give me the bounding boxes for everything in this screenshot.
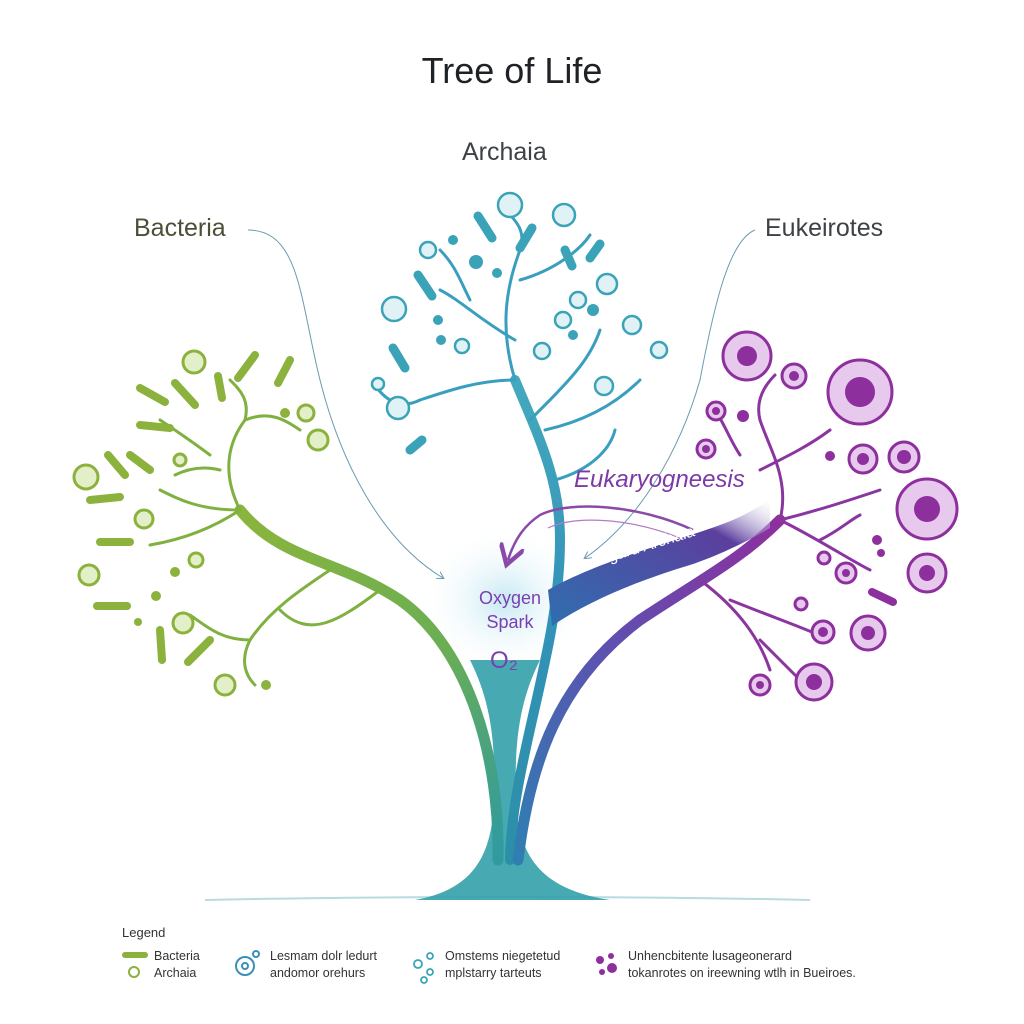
archaea-main-branch xyxy=(505,375,566,865)
trunk xyxy=(415,660,610,900)
diagram-title: Tree of Life xyxy=(421,50,603,91)
legend-item-3-line2: mplstarry tarteuts xyxy=(445,966,542,980)
legend-item-3-line1: Omstems niegetetud xyxy=(445,949,561,963)
legend-item-2: Lesmam dolr ledurt andomor orehurs xyxy=(270,948,377,982)
eukaryote-main-branch xyxy=(512,514,786,866)
legend-item-4-line1: Unhencbitente lusageonerard xyxy=(628,949,793,963)
legend-item-1: Bacteria Archaia xyxy=(154,948,200,982)
bacteria-pointer-line xyxy=(247,229,443,578)
legend-dots-icon xyxy=(596,953,617,975)
legend-item-2-line2: andomor orehurs xyxy=(270,966,366,980)
legend-item-2-line1: Lesmam dolr ledurt xyxy=(270,949,377,963)
oxygen-spark-label: Oxygen Spark xyxy=(460,586,560,634)
eukaryote-pointer-line xyxy=(585,229,756,558)
legend-item-4-line2: tokanrotes on ireewning wtlh in Bueiroes… xyxy=(628,966,856,980)
bacteria-main-branch xyxy=(234,504,504,866)
asgard-band xyxy=(548,500,770,626)
legend-bar-and-circle-icon xyxy=(122,952,148,978)
eukaryogenesis-arrow-inner xyxy=(547,519,681,539)
oxygen-label-line2: Spark xyxy=(486,612,534,632)
legend-item-1-line2: Archaia xyxy=(154,966,197,980)
eukaryogenesis-label: Eukaryogneesis xyxy=(574,466,745,493)
eukaryotes-label: Eukeirotes xyxy=(765,214,884,242)
oxygen-label-line1: Oxygen xyxy=(478,588,542,608)
eukaryote-organisms xyxy=(695,330,959,702)
archaea-organisms xyxy=(370,191,669,455)
archaea-label: Archaia xyxy=(462,138,547,166)
legend-item-3: Omstems niegetetud mplstarry tarteuts xyxy=(445,948,560,982)
eukaryogenesis-arrow xyxy=(508,505,694,560)
bacteria-organisms xyxy=(72,349,330,697)
eukaryote-twigs xyxy=(698,373,882,692)
bacteria-label: Bacteria xyxy=(134,214,226,242)
legend-heading: Legend xyxy=(122,925,166,940)
legend-item-4: Unhencbitente lusageonerard tokanrotes o… xyxy=(628,948,856,982)
legend-cell-icon xyxy=(235,950,260,976)
legend-item-1-line1: Bacteria xyxy=(154,949,200,963)
legend-cluster-icon xyxy=(413,952,434,984)
o2-label: O₂ xyxy=(490,647,518,674)
bacteria-twigs xyxy=(148,378,382,687)
